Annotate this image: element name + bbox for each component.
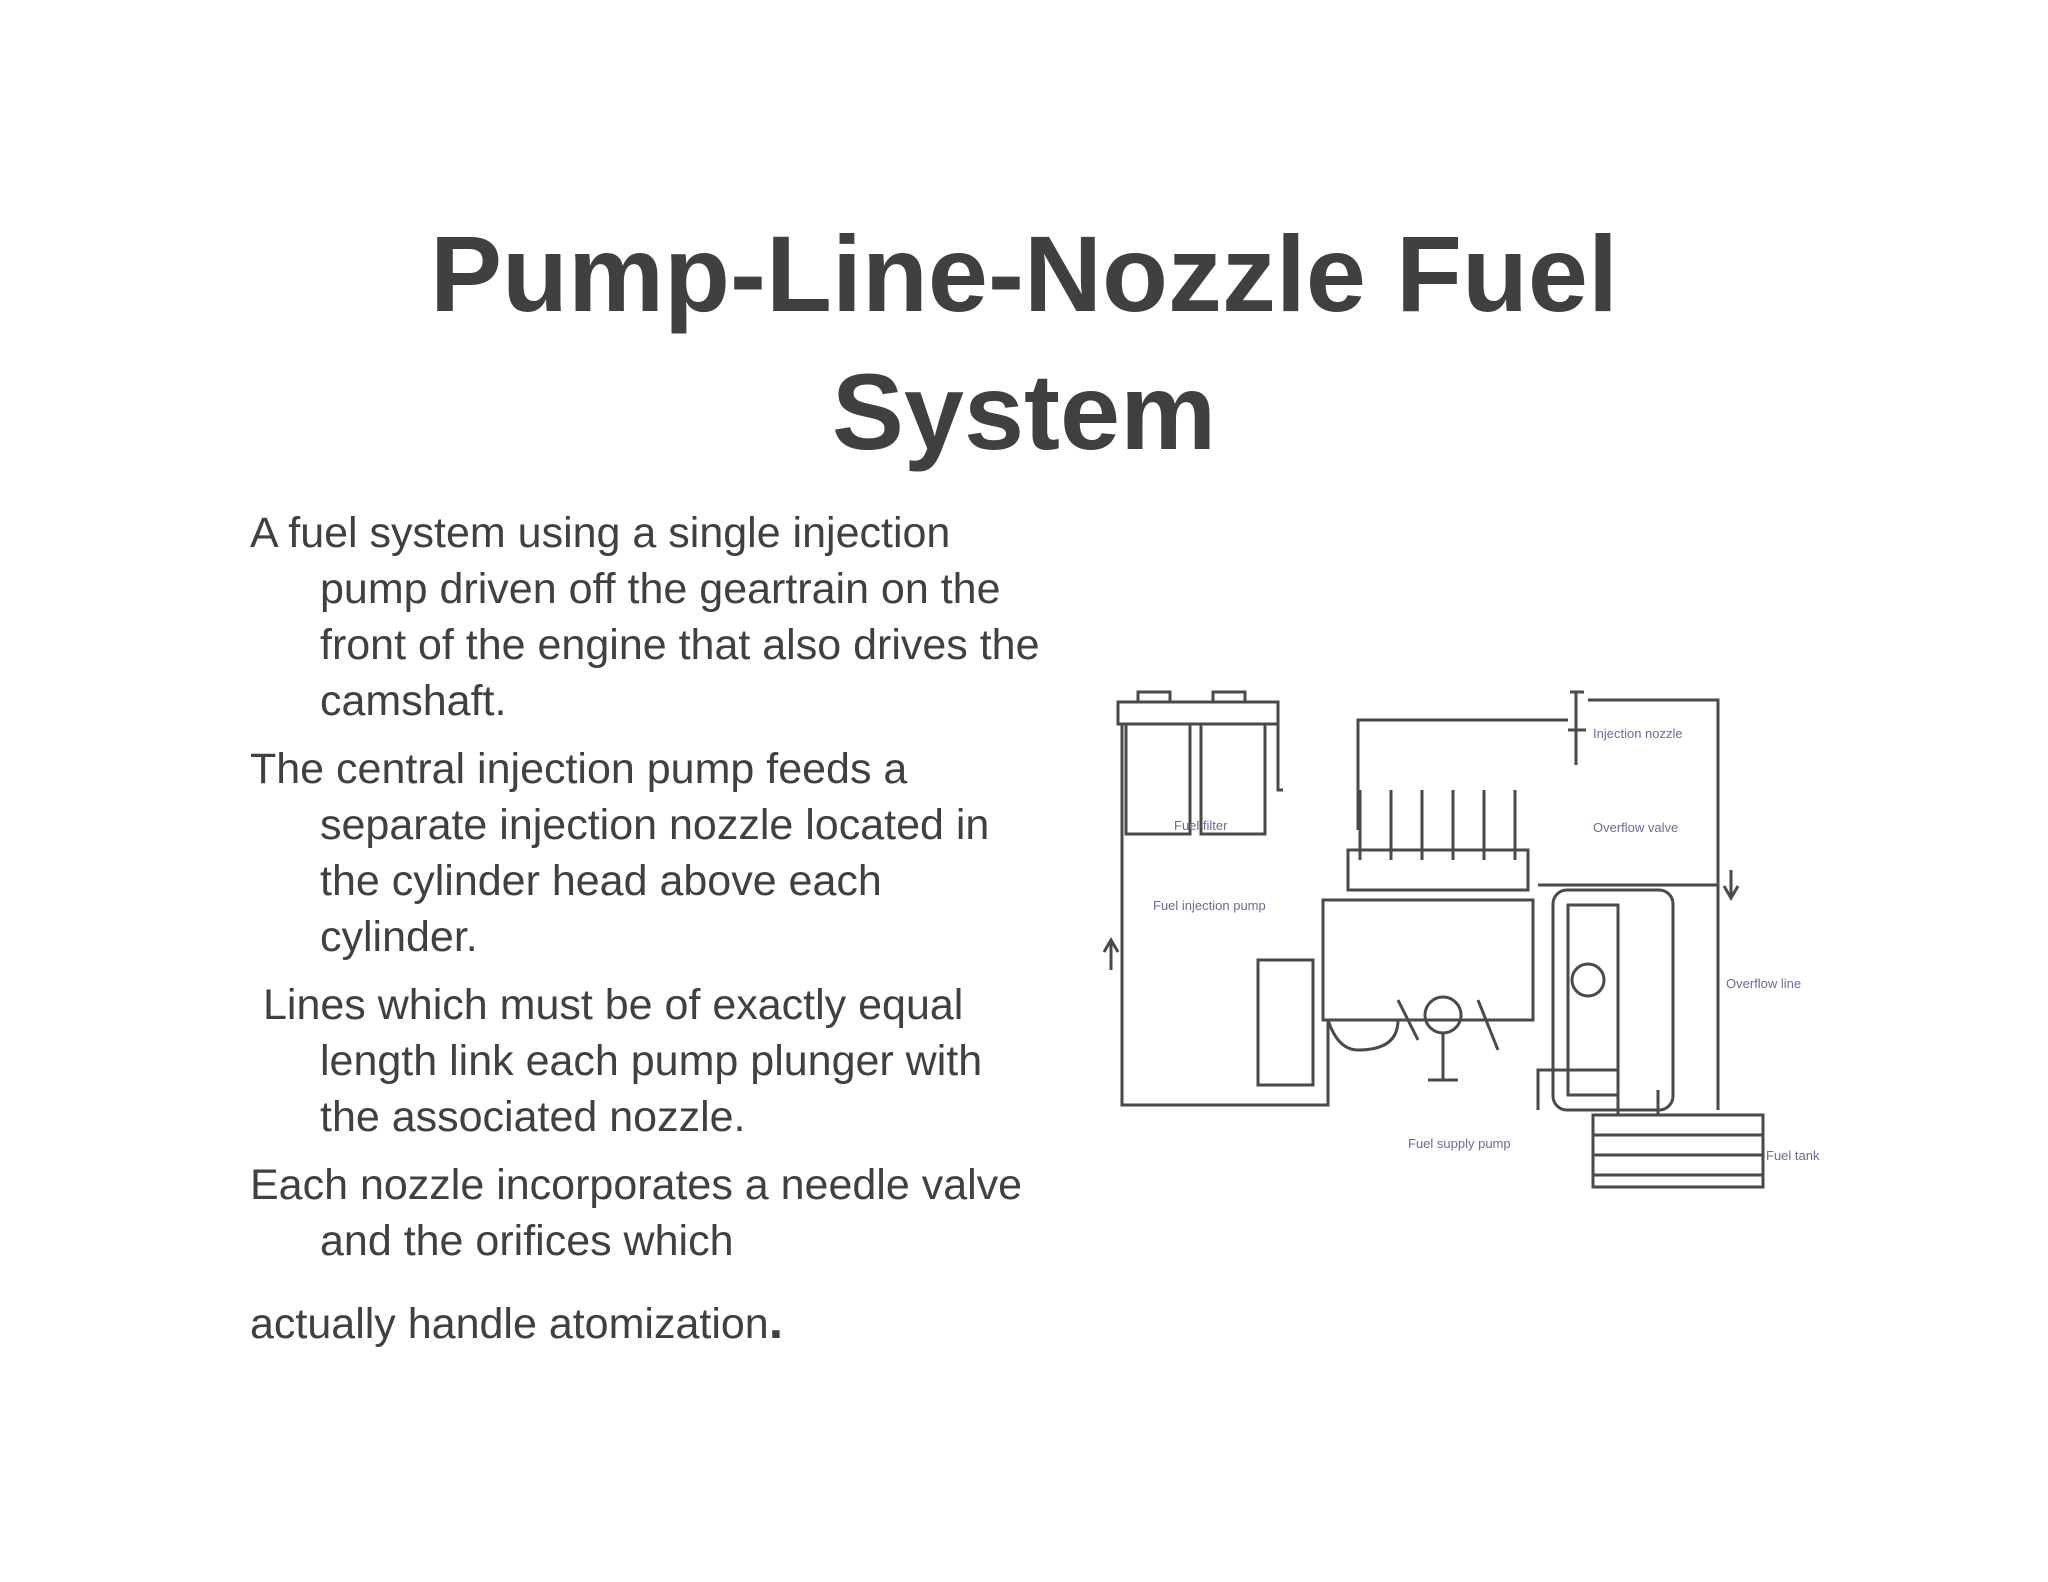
injection-nozzle-body	[1568, 690, 1586, 765]
label-fuel-supply-pump: Fuel supply pump	[1408, 1136, 1511, 1151]
tank-lines	[1536, 1068, 1660, 1115]
slide-body: A fuel system using a single injection p…	[250, 505, 1050, 1364]
filter-outlet	[1276, 710, 1283, 792]
diagram-lines	[1102, 690, 1765, 1189]
label-overflow-line: Overflow line	[1726, 976, 1801, 991]
pump-head	[1346, 848, 1530, 892]
top-line-to-nozzle	[1356, 718, 1568, 830]
flow-arrow-right	[1722, 870, 1740, 901]
paragraph-1: A fuel system using a single injection p…	[250, 509, 1040, 725]
governor-weight	[1570, 962, 1606, 998]
pump-plungers	[1358, 790, 1517, 860]
paragraph-2: The central injection pump feeds a separ…	[250, 745, 990, 961]
title-line-2: System	[831, 351, 1217, 472]
fuel-filter-left	[1124, 722, 1192, 836]
governor-inner	[1566, 903, 1620, 1097]
fuel-filter-right	[1199, 722, 1267, 836]
overflow-return-line	[1538, 698, 1720, 887]
paragraph-4: Each nozzle incorporates a needle valve …	[250, 1157, 1050, 1352]
label-fuel-filter: Fuel filter	[1174, 818, 1228, 833]
supply-pump-links	[1396, 999, 1500, 1051]
fuel-system-schematic: Fuel filter Fuel injection pump Injectio…	[1102, 690, 1820, 1189]
paragraph-4-last-line: actually handle atomization.	[250, 1292, 784, 1352]
label-fuel-tank: Fuel tank	[1766, 1148, 1820, 1163]
pump-housing-left	[1256, 958, 1315, 1087]
title-line-1: Pump-Line-Nozzle Fuel	[430, 213, 1618, 334]
label-overflow-valve: Overflow valve	[1593, 820, 1678, 835]
filter-tops	[1136, 690, 1247, 702]
paragraph-4-period: .	[768, 1292, 784, 1350]
supply-pump-stem	[1428, 1033, 1458, 1082]
pump-lower-curve	[1326, 1019, 1400, 1052]
label-fuel-injection-pump: Fuel injection pump	[1153, 898, 1266, 913]
fuel-tank-level	[1593, 1133, 1763, 1177]
injection-pump-body	[1321, 898, 1535, 1022]
fuel-system-diagram: Fuel filter Fuel injection pump Injectio…	[1098, 670, 1838, 1210]
feed-line-left	[1120, 724, 1330, 1107]
governor-housing	[1551, 888, 1675, 1112]
filter-caps	[1116, 700, 1280, 726]
supply-pump-rotor	[1423, 995, 1463, 1035]
flow-arrow-left	[1102, 937, 1120, 970]
paragraph-4-text: Each nozzle incorporates a needle valve …	[250, 1161, 1023, 1265]
paragraph-3: Lines which must be of exactly equal len…	[263, 981, 983, 1141]
fuel-tank	[1591, 1113, 1765, 1189]
diagram-labels: Fuel filter Fuel injection pump Injectio…	[1153, 726, 1820, 1163]
label-injection-nozzle: Injection nozzle	[1593, 726, 1683, 741]
slide-title: Pump-Line-Nozzle Fuel System	[0, 205, 2048, 481]
paragraph-4-last-text: actually handle atomization	[250, 1300, 769, 1348]
